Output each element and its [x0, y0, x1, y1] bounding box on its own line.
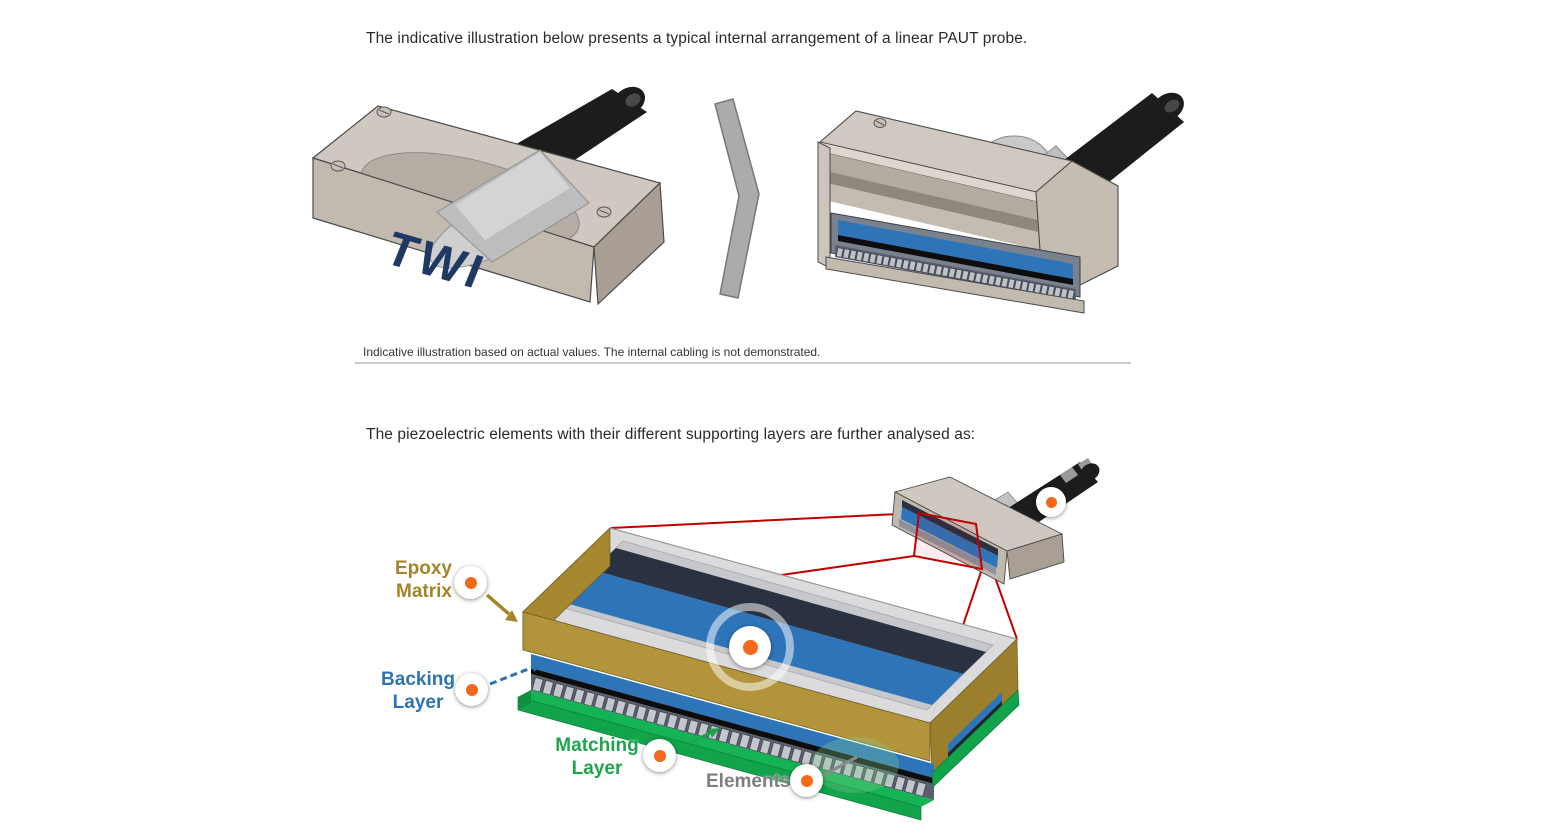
hotspot-dot-icon	[653, 749, 666, 762]
section-divider	[355, 362, 1131, 364]
hotspot-elements[interactable]	[790, 764, 823, 797]
screw-icon	[330, 106, 612, 218]
figure-caption: Indicative illustration based on actual …	[363, 345, 821, 359]
hotspot-dot-icon	[464, 576, 477, 589]
label-backing-layer: Backing Layer	[381, 669, 455, 713]
hotspot-epoxy-matrix[interactable]	[454, 566, 487, 599]
figure-probe-illustration: TWI	[311, 86, 1184, 314]
probe-cutaway	[817, 92, 1184, 314]
screw-icon	[873, 118, 887, 128]
hotspot-backing-layer[interactable]	[455, 673, 488, 706]
label-leader-lines	[485, 593, 858, 778]
hotspot-cable[interactable]	[1036, 487, 1066, 517]
hotspot-dot-icon	[465, 683, 478, 696]
intro-paragraph: The indicative illustration below presen…	[366, 29, 1028, 47]
elements-highlight	[811, 737, 899, 793]
hotspot-epoxy-matrix-center[interactable]	[706, 603, 794, 691]
hotspot-dot-icon	[742, 639, 758, 655]
piezo-element-array	[835, 247, 1075, 300]
label-epoxy-matrix: Epoxy Matrix	[394, 558, 452, 602]
chevron-separator	[714, 98, 760, 299]
hotspot-dot-icon	[1045, 496, 1057, 508]
piezo-element-array	[531, 677, 927, 797]
second-paragraph: The piezoelectric elements with their di…	[366, 425, 976, 443]
hotspot-dot-icon	[800, 774, 813, 787]
probe-exterior: TWI	[311, 86, 665, 306]
label-matching-layer: Matching Layer	[555, 735, 639, 779]
hotspot-matching-layer[interactable]	[643, 739, 676, 772]
zoom-region-outline	[912, 511, 984, 571]
label-elements: Elements	[706, 771, 791, 792]
